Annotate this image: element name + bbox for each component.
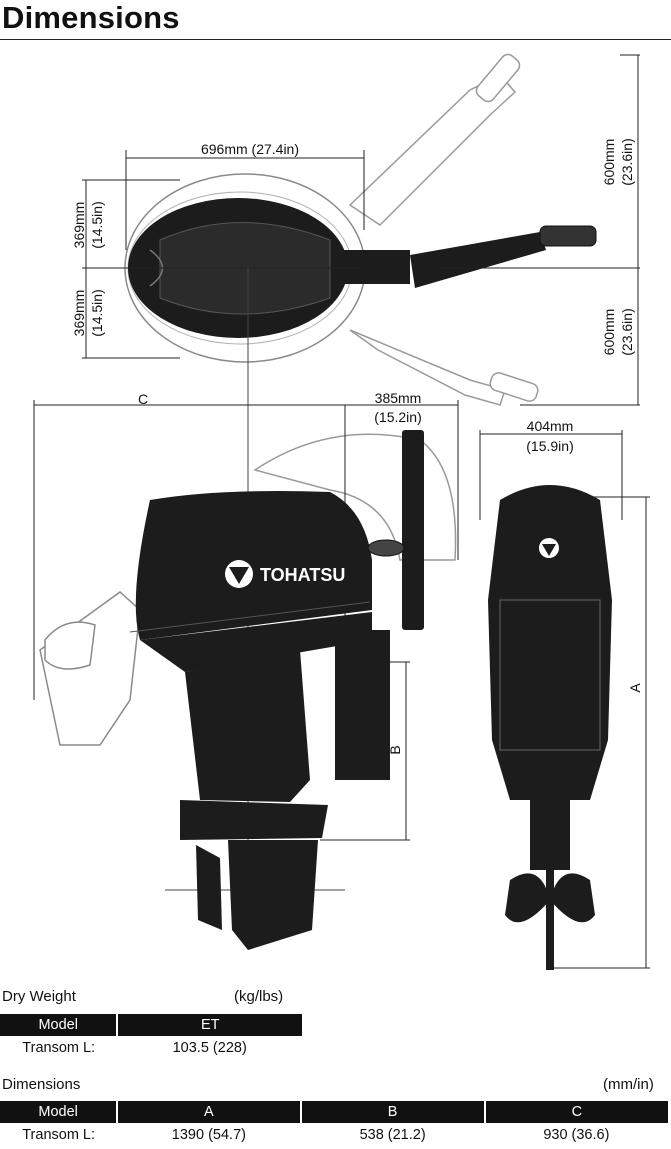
dimension-diagram: 696mm (27.4in) 369mm (14.5in) 369mm (14.… (0, 40, 671, 980)
dim-header-c: C (484, 1101, 668, 1123)
tohatsu-logo-icon (225, 560, 253, 588)
table-row: Transom L: 103.5 (228) (0, 1036, 302, 1060)
dry-weight-table: Model ET Transom L: 103.5 (228) (0, 1014, 302, 1060)
b-dimension-label: B (387, 745, 403, 754)
table-row: Transom L: 1390 (54.7) 538 (21.2) 930 (3… (0, 1123, 668, 1147)
tiller-upper-in: (23.6in) (619, 138, 635, 185)
dim-model-cell: Transom L: (22, 1127, 96, 1143)
dry-weight-header-model: Model (0, 1014, 119, 1036)
brand-wordmark: TOHATSU (260, 565, 345, 585)
dim-header-a: A (117, 1101, 302, 1123)
rear-view: 404mm (15.9in) A (479, 418, 650, 970)
half-lower-mm: 369mm (71, 290, 87, 337)
dry-weight-title: Dry Weight (2, 988, 76, 1005)
engine-side (135, 491, 390, 950)
tiller-handle-side (367, 430, 424, 630)
c-dimension-label: C (138, 391, 148, 407)
tiller-upper-mm: 600mm (601, 139, 617, 186)
top-view: 696mm (27.4in) 369mm (14.5in) 369mm (14.… (71, 53, 640, 890)
dimensions-table: Model A B C Transom L: 1390 (54.7) 538 (… (0, 1101, 668, 1147)
top-width-label: 696mm (27.4in) (201, 141, 299, 157)
tiller-length-in: (15.2in) (374, 409, 421, 425)
tiller-ghost-upper (348, 53, 521, 226)
half-upper-in: (14.5in) (89, 201, 105, 248)
half-upper-mm: 369mm (71, 202, 87, 249)
dry-weight-value-cell: 103.5 (228) (172, 1040, 247, 1056)
title-divider (0, 39, 671, 40)
half-lower-in: (14.5in) (89, 289, 105, 336)
side-view: C 385mm (15.2in) B TOHATSU (33, 390, 459, 950)
dimensions-table-unit: (mm/in) (603, 1076, 654, 1093)
dim-c-cell: 930 (36.6) (543, 1127, 610, 1143)
dimensions-table-title: Dimensions (2, 1076, 81, 1093)
tiller-lower-mm: 600mm (601, 309, 617, 356)
tiller-handle-top (340, 225, 597, 288)
page-title: Dimensions (2, 0, 180, 35)
tiller-length-mm: 385mm (375, 390, 422, 406)
rear-width-mm: 404mm (527, 418, 574, 434)
tiller-lower-in: (23.6in) (619, 308, 635, 355)
a-dimension-label: A (627, 683, 643, 693)
tiller-ghost-lower (349, 329, 539, 406)
dry-weight-header-et: ET (117, 1014, 302, 1036)
rear-width-in: (15.9in) (526, 438, 573, 454)
dim-b-cell: 538 (21.2) (359, 1127, 426, 1143)
engine-rear (488, 485, 612, 970)
dry-weight-unit: (kg/lbs) (234, 988, 284, 1005)
dim-a-cell: 1390 (54.7) (171, 1127, 246, 1143)
dim-header-b: B (300, 1101, 486, 1123)
dry-weight-model-cell: Transom L: (22, 1040, 96, 1056)
dim-header-model: Model (0, 1101, 119, 1123)
